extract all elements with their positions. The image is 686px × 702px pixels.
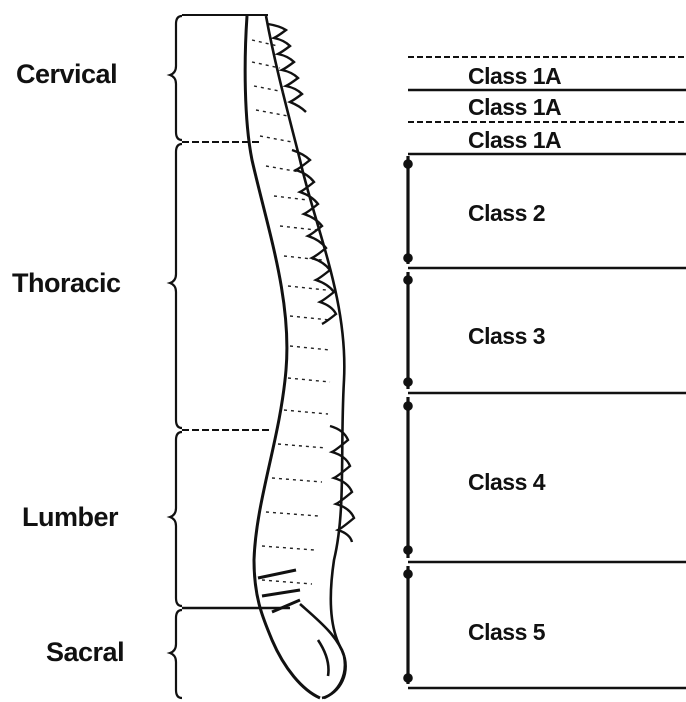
class-1a-label-middle: Class 1A bbox=[468, 94, 561, 120]
class-5-label: Class 5 bbox=[468, 619, 546, 645]
class-1a-label-bottom: Class 1A bbox=[468, 127, 561, 153]
class-range-arrows bbox=[405, 156, 411, 684]
spine-posterior-outline bbox=[266, 16, 346, 698]
cervical-label: Cervical bbox=[16, 59, 117, 89]
spine-anterior-outline bbox=[245, 16, 320, 698]
lumbar-label: Lumber bbox=[22, 502, 119, 532]
lumbosacral-joint bbox=[258, 570, 300, 612]
thoracic-label: Thoracic bbox=[12, 268, 121, 298]
class-2-label: Class 2 bbox=[468, 200, 545, 226]
thoracic-bracket bbox=[170, 144, 182, 428]
sacrum-coccyx bbox=[300, 604, 345, 698]
region-brackets bbox=[170, 16, 182, 698]
cervical-bracket bbox=[170, 16, 182, 140]
class-4-label: Class 4 bbox=[468, 469, 546, 495]
sacral-bracket bbox=[170, 610, 182, 698]
region-dividers bbox=[182, 15, 290, 608]
class-1a-label-top: Class 1A bbox=[468, 63, 561, 89]
spine-illustration bbox=[245, 16, 354, 698]
sacral-label: Sacral bbox=[46, 637, 124, 667]
lumbar-bracket bbox=[170, 432, 182, 606]
class-3-label: Class 3 bbox=[468, 323, 545, 349]
